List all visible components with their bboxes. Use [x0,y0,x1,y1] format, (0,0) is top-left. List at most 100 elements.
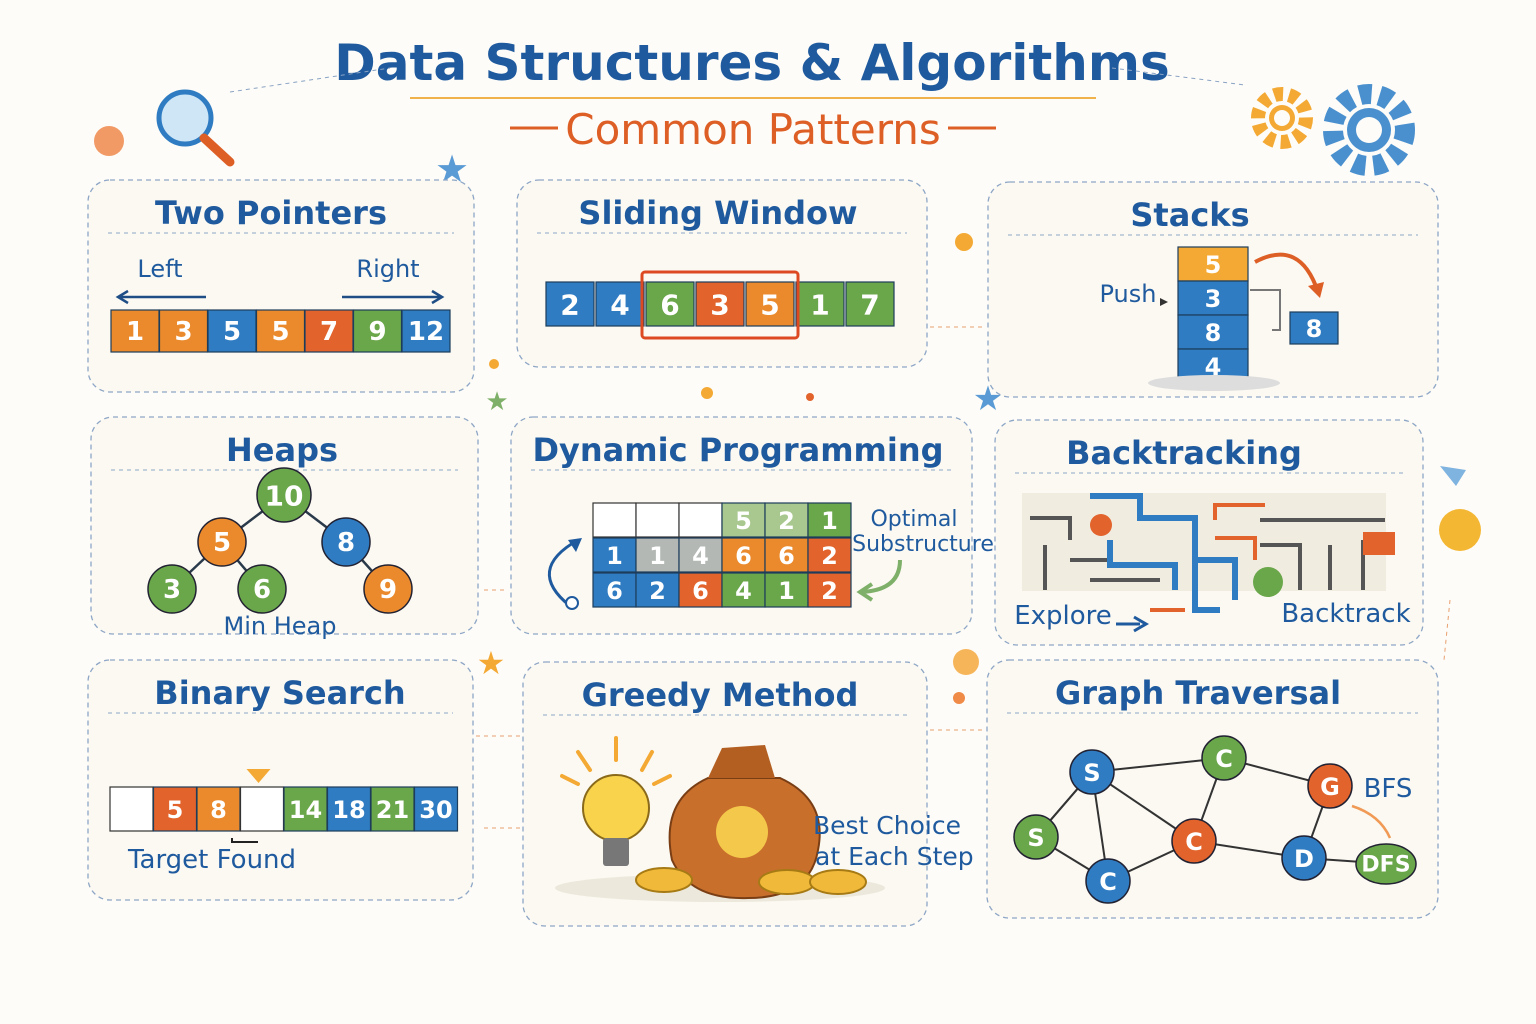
explore-label: Explore [1014,601,1112,631]
cell-value: 2 [649,577,666,605]
panel-title: Heaps [226,431,338,469]
panel-title: Greedy Method [582,676,859,714]
graph-node: S [1069,749,1115,795]
panel-title: Two Pointers [155,194,387,232]
cell-value: 14 [289,796,322,824]
dot-icon [955,233,973,251]
arrow-icon [856,559,902,602]
graph-node: 5 [197,517,247,567]
graph-node: 6 [237,564,287,614]
panel-title: Sliding Window [578,194,857,232]
array-cell: 2 [807,572,852,608]
array-cell: 6 [645,281,695,327]
panel-title: Backtracking [1066,434,1302,472]
cell-value: 7 [320,317,338,347]
cell-value: 4 [610,289,629,322]
dot-icon [94,126,124,156]
dot-icon [1439,509,1481,551]
cell-value: 6 [735,542,752,570]
panel-binary-search [87,659,474,901]
node-label: S [1027,824,1044,852]
cell-value: 11 [245,796,278,824]
array-cell: 5 [721,502,766,538]
array-cell: 11 [239,786,285,832]
cell-value: 4 [692,542,709,570]
node-label: 6 [253,575,271,605]
maze-illustration [1022,493,1395,613]
target-marker-icon [246,769,271,783]
array-cell: 5 [207,309,257,353]
cell-value: 3 [174,317,192,347]
cell-value: 5 [760,289,779,322]
panel-title: Dynamic Programming [532,431,943,469]
graph-node: S [1013,814,1059,860]
lightbulb-icon [560,736,672,866]
array-cell: 2 [635,572,680,608]
array-cell: 7 [304,309,354,353]
array-cell: 6 [721,537,766,573]
arrow-right-icon [342,289,445,305]
coin-icon [635,867,693,893]
array-cell: 2 [109,786,154,832]
node-label: S [1083,759,1100,787]
bfs-label: BFS [1364,774,1413,804]
array-cell: 6 [764,537,809,573]
array-cell: 2 [807,537,852,573]
cell-value: 1 [126,317,144,347]
graph-node: C [1171,818,1217,864]
page-title: Data Structures & Algorithms [334,34,1169,92]
array-cell: 8 [196,786,241,832]
push-label: Push [1100,280,1157,308]
cell-value: 4 [735,577,752,605]
array-cell: 4 [678,537,723,573]
array-cell: 1 [592,537,637,573]
node-label: C [1185,828,1203,856]
array-cell: 14 [283,786,328,832]
loop-arrow-icon [547,538,579,608]
each-step-label: at Each Step [815,842,974,871]
cell-value: 18 [332,796,365,824]
panel-title: Binary Search [154,674,405,712]
array-cell: 8 [1177,314,1249,350]
cell-value: 2 [123,796,140,824]
cell-value: 5 [692,507,709,535]
array-cell: 7 [845,281,895,327]
cell-value: 2 [821,577,838,605]
node-label: D [1294,845,1314,873]
dot-icon [701,387,713,399]
cell-value: 5 [223,317,241,347]
array-cell: 1 [592,502,637,538]
gear-icon [1251,87,1313,149]
decor-line [1443,599,1451,661]
star-icon: ★ [477,644,506,682]
cell-value: 4 [1205,353,1222,381]
cell-value: 30 [419,796,452,824]
cell-value: 5 [735,507,752,535]
cell-value: 6 [692,577,709,605]
cell-value: 12 [408,317,444,347]
node-label: C [1215,745,1233,773]
question-pin-icon [1090,514,1112,536]
graph-node: 8 [321,517,371,567]
node-label: G [1320,773,1340,801]
dot-icon [489,359,499,369]
cell-value: 2 [821,542,838,570]
node-label: 10 [265,480,304,513]
panel-title: Stacks [1130,196,1249,234]
cell-value: 3 [1205,285,1222,313]
connector [1250,289,1281,331]
cell-value: 1 [606,542,623,570]
cell-value: 6 [778,542,795,570]
optimal-label: Optimal [870,507,957,532]
flag-icon [1363,532,1395,555]
star-icon: ★ [485,387,508,417]
gear-icon [1323,84,1415,176]
array-cell: 4 [721,572,766,608]
cell-value: 6 [660,289,679,322]
dot-icon [953,692,965,704]
cell-value: 2 [560,289,579,322]
array-cell: 3 [695,281,745,327]
array-cell: 21 [370,786,415,832]
backtrack-label: Backtrack [1281,599,1410,629]
node-label: 5 [213,528,231,558]
